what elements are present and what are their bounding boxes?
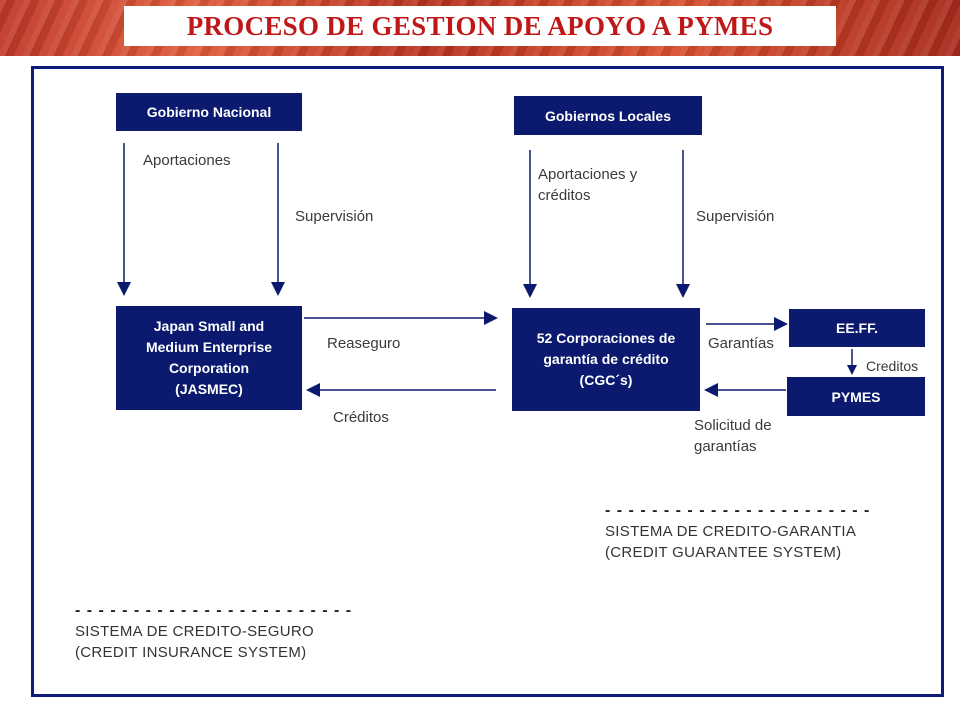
node-jasmec-line-4: (JASMEC): [175, 381, 243, 397]
legend-credito-garantia: - - - - - - - - - - - - - - - - - - - - …: [605, 500, 870, 563]
legend-seguro-subtitle: (CREDIT INSURANCE SYSTEM): [75, 644, 307, 661]
label-creditos-jasmec: Créditos: [333, 409, 389, 426]
node-gobiernos-locales-label: Gobiernos Locales: [544, 107, 672, 124]
label-reaseguro: Reaseguro: [327, 335, 401, 352]
node-jasmec-line-1: Japan Small and: [153, 318, 265, 334]
page-title: PROCESO DE GESTION DE APOYO A PYMES: [186, 11, 774, 41]
title-plate: PROCESO DE GESTION DE APOYO A PYMES: [124, 6, 836, 46]
label-solicitud-line-2: garantías: [694, 438, 757, 455]
node-pymes: PYMES: [787, 377, 925, 416]
node-eeff: EE.FF.: [789, 309, 925, 347]
node-jasmec-line-2: Medium Enterprise: [145, 339, 273, 355]
label-aportaciones-creditos-line-1: Aportaciones y: [538, 166, 638, 183]
label-supervision-nacional: Supervisión: [295, 208, 374, 225]
node-jasmec: Japan Small and Medium Enterprise Corpor…: [116, 306, 302, 410]
legend-seguro-title: SISTEMA DE CREDITO-SEGURO: [75, 623, 314, 640]
legend-garantia-dashes: - - - - - - - - - - - - - - - - - - - - …: [605, 502, 871, 519]
legend-garantia-subtitle: (CREDIT GUARANTEE SYSTEM): [605, 544, 842, 561]
legend-garantia-title: SISTEMA DE CREDITO-GARANTIA: [605, 523, 857, 540]
legend-seguro-dashes: - - - - - - - - - - - - - - - - - - - - …: [75, 602, 353, 619]
node-eeff-label: EE.FF.: [835, 320, 878, 336]
label-aportaciones-creditos: Aportaciones y créditos: [538, 164, 637, 206]
node-cgc-line-1: 52 Corporaciones de: [536, 330, 676, 346]
label-solicitud-line-1: Solicitud de: [694, 417, 772, 434]
node-jasmec-line-3: Corporation: [168, 360, 250, 376]
label-creditos-pymes: Creditos: [866, 358, 919, 374]
label-solicitud: Solicitud de garantías: [694, 415, 772, 457]
node-gobierno-nacional: Gobierno Nacional: [116, 93, 302, 131]
label-supervision-local: Supervisión: [696, 208, 775, 225]
node-gobiernos-locales: Gobiernos Locales: [514, 96, 702, 135]
label-aportaciones: Aportaciones: [143, 152, 231, 169]
node-gobierno-nacional-label: Gobierno Nacional: [146, 104, 272, 120]
node-cgc-line-2: garantía de crédito: [543, 351, 669, 367]
legend-credito-seguro: - - - - - - - - - - - - - - - - - - - - …: [75, 600, 352, 663]
node-cgc: 52 Corporaciones de garantía de crédito …: [512, 308, 700, 411]
label-garantias: Garantías: [708, 335, 774, 352]
diagram-frame: [31, 66, 944, 697]
label-aportaciones-creditos-line-2: créditos: [538, 187, 591, 204]
node-pymes-label: PYMES: [831, 388, 881, 405]
node-cgc-line-3: (CGC´s): [579, 372, 633, 388]
